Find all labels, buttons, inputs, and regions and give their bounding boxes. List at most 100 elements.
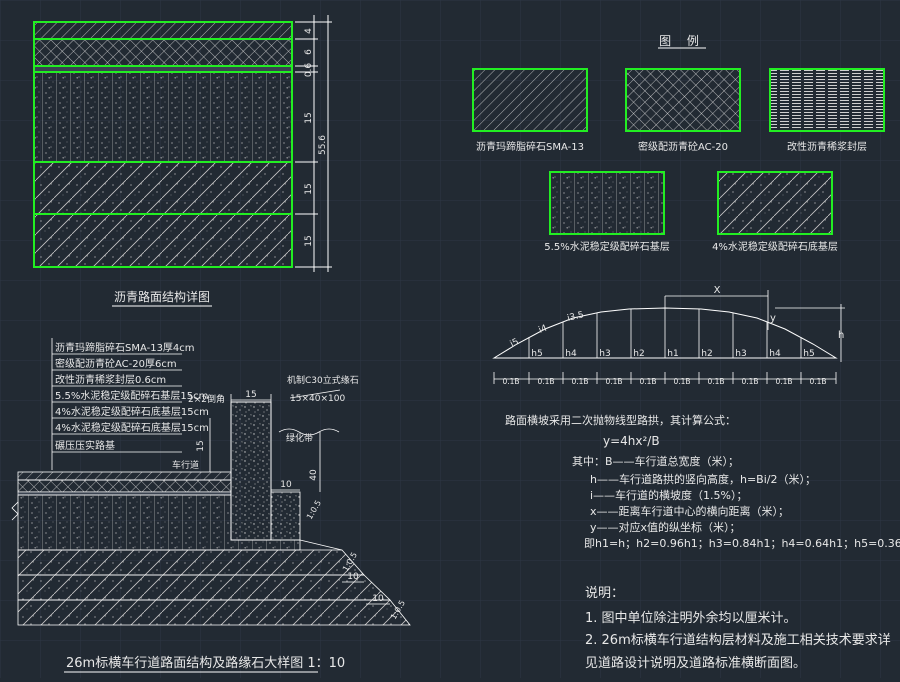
notes-heading: 说明： — [585, 586, 624, 601]
h-label: h5 — [531, 349, 542, 359]
dim-total: 55.6 — [318, 135, 328, 155]
slope-label-i4: i4 — [537, 323, 549, 335]
dim-15-a: 15 — [304, 112, 314, 123]
curb-detail-title: 26m标横车行道路面结构及路缘石大样图 1：10 — [66, 655, 345, 671]
greenbelt-label: 绿化带 — [286, 432, 313, 444]
note-item: 2. 26m标横车行道结构层材料及施工相关技术要求详 — [585, 632, 891, 648]
crown-label-x: X — [714, 285, 721, 296]
curb-layer-subbase-1 — [17, 549, 365, 576]
curb-dim-15-width: 15 — [245, 390, 256, 400]
layer-label: 碾压压实路基 — [55, 439, 115, 452]
formula-line: y——对应x值的纵坐标（米）； — [590, 520, 741, 534]
legend-swatch-base — [549, 171, 665, 235]
dim-0-6: 0.6 — [304, 63, 314, 78]
layer-label: 沥青玛蹄脂碎石SMA-13厚4cm — [55, 341, 195, 354]
legend-label-sma13: 沥青玛蹄脂碎石SMA-13 — [476, 140, 584, 153]
chamfer-label: 2×2倒角 — [188, 393, 225, 405]
slope-label-i35: i3.5 — [566, 310, 585, 324]
crown-label-h: h — [838, 330, 844, 341]
h-label: h2 — [633, 349, 644, 359]
slope-label-i5: i5 — [509, 337, 521, 350]
formula-result: 即h1=h；h2=0.96h1；h3=0.84h1；h4=0.64h1；h5=0… — [584, 537, 900, 550]
dim-15-b: 15 — [304, 183, 314, 194]
h-label: h5 — [803, 349, 814, 359]
width-label: 0.1B — [673, 377, 690, 386]
dim-6: 6 — [304, 49, 314, 55]
curb-detail: 沥青玛蹄脂碎石SMA-13厚4cm 密级配沥青砼AC-20厚6cm 改性沥青稀浆… — [11, 338, 411, 673]
curb-stone — [230, 401, 272, 541]
curb-backfill — [270, 491, 301, 541]
top-dimension-lines — [295, 15, 332, 272]
notes: 说明： 1. 图中单位除注明外余均以厘米计。 2. 26m标横车行道结构层材料及… — [585, 586, 891, 671]
formula-where: 其中：B——车行道总宽度（米）； — [572, 454, 739, 468]
h-label: h4 — [565, 349, 577, 359]
curb-dimension-lines — [209, 389, 390, 605]
formula: y=4hx²/B — [603, 434, 660, 448]
legend: 图 例 沥青玛蹄脂碎石SMA-13 密级配沥青砼AC-20 改性沥青稀浆封层 5… — [472, 34, 885, 253]
legend-label-base: 5.5%水泥稳定级配碎石基层 — [544, 240, 669, 253]
legend-label-ac20: 密级配沥青砼AC-20 — [638, 140, 728, 153]
layer-base — [33, 71, 293, 163]
width-label: 0.1B — [809, 377, 826, 386]
legend-swatch-subbase — [717, 171, 833, 235]
curb-layer-ac — [17, 479, 232, 493]
legend-swatch-ac20 — [625, 68, 741, 132]
h-label: h2 — [701, 349, 712, 359]
dim-15-c: 15 — [304, 235, 314, 246]
h-labels: h5 h4 h3 h2 h1 h2 h3 h4 h5 — [531, 349, 814, 359]
crown-profile — [492, 307, 838, 359]
h-label: h4 — [769, 349, 781, 359]
layer-subbase-1 — [33, 161, 293, 215]
note-item: 见道路设计说明及道路标准横断面图。 — [585, 655, 806, 671]
legend-label-subbase: 4%水泥稳定级配碎石底基层 — [712, 240, 838, 253]
roadway-label: 车行道 — [172, 459, 199, 471]
curb-dim-40: 40 — [309, 469, 319, 481]
curb-dim-10-b: 10 — [347, 572, 359, 582]
legend-label-seal: 改性沥青稀浆封层 — [787, 140, 867, 153]
width-label: 0.1B — [639, 377, 656, 386]
curb-size-label: 15×40×100 — [290, 394, 345, 404]
layer-label: 5.5%水泥稳定级配碎石基层15cm — [55, 389, 208, 402]
width-ticks — [493, 372, 837, 384]
curb-dim-15-height: 15 — [196, 440, 206, 451]
formula-intro: 路面横坡采用二次抛物线型路拱，其计算公式： — [505, 413, 736, 427]
layer-ac20 — [33, 38, 293, 67]
curb-layer-subbase-2 — [17, 574, 391, 601]
layer-label: 4%水泥稳定级配碎石底基层15cm — [55, 421, 209, 434]
layer-subbase-2 — [33, 213, 293, 268]
h-label: h1 — [667, 349, 678, 359]
layer-label: 4%水泥稳定级配碎石底基层15cm — [55, 405, 209, 418]
width-labels: 0.1B 0.1B 0.1B 0.1B 0.1B 0.1B 0.1B 0.1B … — [502, 377, 826, 386]
layer-label: 改性沥青稀浆封层0.6cm — [55, 373, 166, 386]
curb-dim-10-c: 10 — [372, 594, 384, 604]
curb-layer-subgrade — [17, 599, 411, 626]
layer-label: 密级配沥青砼AC-20厚6cm — [55, 357, 177, 370]
pavement-detail-title: 沥青路面结构详图 — [114, 289, 210, 304]
width-label: 0.1B — [775, 377, 792, 386]
curb-layer-sma — [17, 471, 232, 481]
formula-line: h——车行道路拱的竖向高度，h=Bi/2（米）； — [590, 472, 816, 486]
layer-sma13 — [33, 21, 293, 40]
crown-verticals — [528, 296, 802, 358]
road-crown-diagram: X y h i5 i4 i3.5 h5 h4 h3 h2 h1 h2 h3 h4… — [492, 285, 900, 550]
h-label: h3 — [599, 349, 610, 359]
legend-swatch-seal — [769, 68, 885, 132]
width-label: 0.1B — [707, 377, 724, 386]
legend-heading: 图 例 — [659, 34, 705, 48]
width-label: 0.1B — [537, 377, 554, 386]
note-item: 1. 图中单位除注明外余均以厘米计。 — [585, 610, 797, 626]
width-label: 0.1B — [741, 377, 758, 386]
crown-label-y: y — [770, 313, 776, 324]
legend-swatch-sma13 — [472, 68, 588, 132]
layer-labels: 沥青玛蹄脂碎石SMA-13厚4cm 密级配沥青砼AC-20厚6cm 改性沥青稀浆… — [55, 341, 209, 452]
curb-layer-seal — [17, 491, 232, 496]
dim-4: 4 — [304, 28, 314, 34]
formula-line: i——车行道的横坡度（1.5%）； — [590, 488, 748, 502]
width-label: 0.1B — [605, 377, 622, 386]
h-label: h3 — [735, 349, 746, 359]
width-label: 0.1B — [571, 377, 588, 386]
formula-line: x——距离车行道中心的横向距离（米）； — [590, 504, 789, 518]
width-label: 0.1B — [502, 377, 519, 386]
